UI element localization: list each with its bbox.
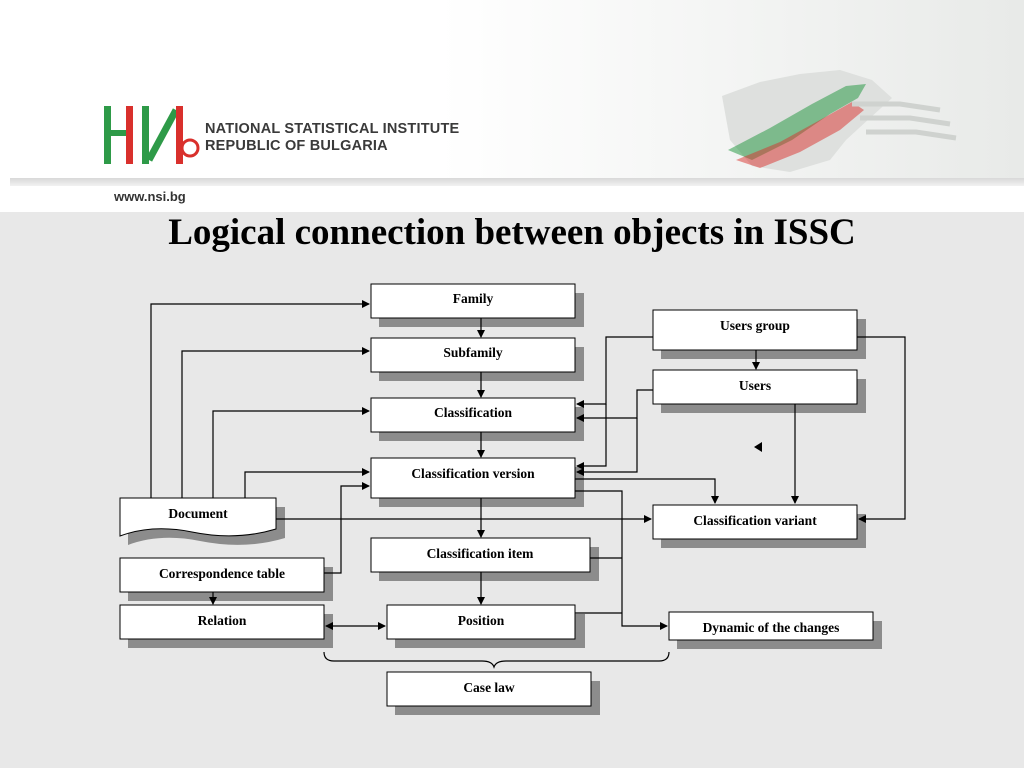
node-position-label: Position (458, 613, 505, 628)
node-correspondence-table: Correspondence table (119, 557, 333, 601)
node-users: Users (652, 369, 866, 413)
node-document: Document (119, 497, 285, 545)
edge-document-version (244, 468, 370, 498)
node-relation: Relation (119, 604, 333, 648)
node-dynamic-of-changes-label: Dynamic of the changes (703, 620, 840, 635)
node-classification-variant-label: Classification variant (693, 513, 817, 528)
node-classification-label: Classification (434, 405, 512, 420)
header-banner: NATIONAL STATISTICAL INSTITUTE REPUBLIC … (0, 0, 1024, 212)
edge-document-classification (212, 407, 370, 498)
bulgaria-map-graphic (722, 70, 957, 172)
page-title: Logical connection between objects in IS… (168, 212, 856, 253)
node-classification-item: Classification item (370, 537, 599, 581)
edge-document-subfamily (181, 347, 370, 498)
node-dynamic-of-changes: Dynamic of the changes (668, 611, 882, 649)
edge-usersgroup-variant (857, 336, 906, 523)
edge-users-version (576, 418, 638, 476)
node-classification-version: Classification version (370, 457, 584, 507)
website-link[interactable]: www.nsi.bg (114, 189, 186, 204)
edge-usersgroup-classification (576, 336, 653, 408)
node-family: Family (370, 283, 584, 327)
stray-arrowhead (754, 442, 762, 452)
node-subfamily-label: Subfamily (443, 345, 503, 360)
header-divider (10, 178, 1024, 186)
node-users-label: Users (739, 378, 771, 393)
node-case-law-label: Case law (463, 680, 515, 695)
org-name-line2: REPUBLIC OF BULGARIA (205, 138, 388, 154)
edge-version-variant (575, 478, 719, 504)
node-classification-variant: Classification variant (652, 504, 866, 548)
node-classification-version-label: Classification version (411, 466, 535, 481)
node-correspondence-table-label: Correspondence table (159, 566, 285, 581)
node-users-group-label: Users group (720, 318, 790, 333)
node-classification: Classification (370, 397, 584, 441)
node-family-label: Family (453, 291, 494, 306)
node-users-group: Users group (652, 309, 866, 359)
connectors (150, 300, 906, 669)
node-classification-item-label: Classification item (427, 546, 535, 561)
node-position: Position (386, 604, 585, 648)
edge-document-family (150, 300, 370, 498)
node-subfamily: Subfamily (370, 337, 584, 381)
node-relation-label: Relation (198, 613, 247, 628)
node-case-law: Case law (386, 671, 600, 715)
nsi-logo (104, 106, 200, 164)
org-name-line1: NATIONAL STATISTICAL INSTITUTE (205, 121, 460, 137)
node-document-label: Document (168, 506, 228, 521)
edge-correspondence-version (324, 482, 370, 574)
edge-users-classification (576, 389, 653, 422)
edge-usersgroup-version (576, 404, 607, 470)
case-law-brace (323, 651, 670, 669)
